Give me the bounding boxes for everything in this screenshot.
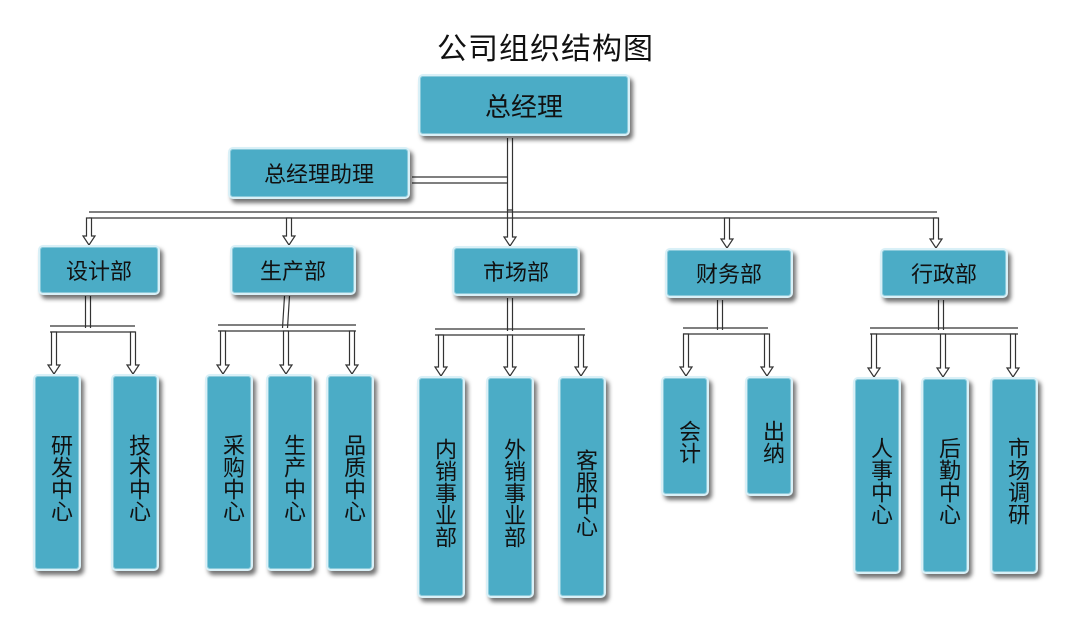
connector-arrow-10 (928, 217, 944, 250)
connector-arrow-30 (573, 334, 589, 378)
node-dept-admin: 行政部 (880, 248, 1008, 298)
connector-arrow-7 (81, 217, 97, 247)
node-leaf-hr-center: 人事中心 (853, 377, 901, 574)
connector-arrow-41 (866, 333, 882, 379)
connector-segment-18 (286, 295, 291, 329)
connector-arrow-42 (935, 333, 951, 379)
node-leaf-tech-center: 技术中心 (111, 374, 159, 571)
connector-arrow-28 (433, 334, 449, 378)
connector-arrow-16 (125, 331, 141, 376)
connector-arrow-22 (278, 330, 294, 376)
connector-arrow-29 (502, 334, 518, 378)
node-dept-production: 生产部 (230, 245, 356, 295)
node-leaf-export-sales: 外销事业部 (486, 376, 534, 598)
node-leaf-production-center: 生产中心 (266, 374, 314, 571)
node-leaf-accounting: 会计 (661, 376, 709, 496)
connector-arrow-21 (215, 330, 231, 376)
node-leaf-quality-center: 品质中心 (326, 374, 374, 571)
node-leaf-market-research: 市场调研 (990, 377, 1038, 574)
connector-arrow-36 (759, 333, 775, 378)
node-dept-market: 市场部 (452, 246, 580, 296)
connector-arrow-43 (1005, 333, 1021, 379)
connector-arrow-35 (678, 333, 694, 378)
node-leaf-logistics-center: 后勤中心 (921, 377, 969, 574)
node-leaf-customer-service: 客服中心 (558, 376, 606, 598)
connector-arrow-2 (502, 209, 518, 248)
node-leaf-domestic-sales: 内销事业部 (417, 376, 465, 598)
connector-arrow-8 (281, 217, 297, 247)
node-leaf-purchase-center: 采购中心 (205, 374, 253, 571)
connector-arrow-15 (46, 331, 62, 376)
node-leaf-cashier: 出纳 (745, 376, 793, 496)
node-assistant: 总经理助理 (228, 147, 410, 199)
node-dept-finance: 财务部 (665, 248, 793, 298)
connector-arrow-23 (344, 330, 360, 376)
chart-title: 公司组织结构图 (437, 32, 654, 67)
node-leaf-rd-center: 研发中心 (33, 374, 81, 571)
connector-segment-17 (281, 295, 286, 329)
connector-arrow-9 (719, 217, 735, 250)
node-dept-design: 设计部 (38, 245, 160, 295)
node-general-manager: 总经理 (418, 74, 630, 136)
